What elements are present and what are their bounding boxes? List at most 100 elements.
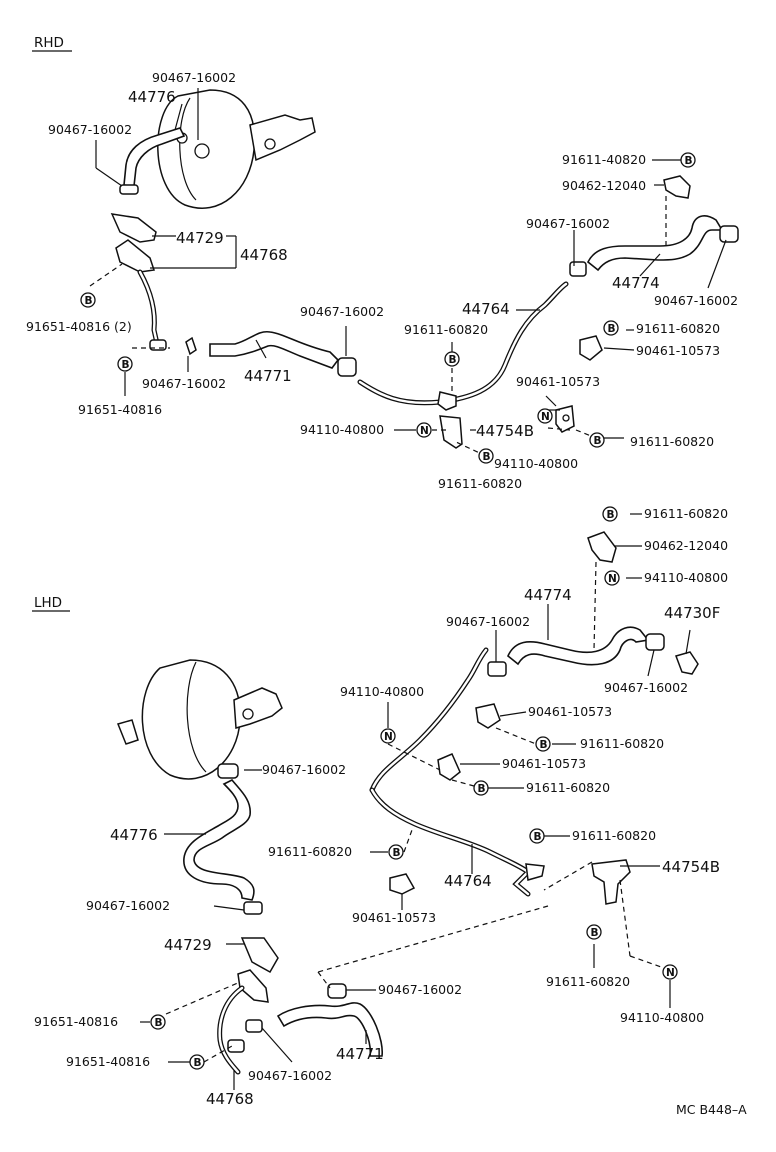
rhd-label-nut-94110-b: 94110-40800 <box>494 456 578 471</box>
rhd-bolt-symbol-3 <box>444 351 460 367</box>
lhd-hose-44776 <box>183 778 255 901</box>
lhd-nut-symbol-1 <box>604 570 620 586</box>
rhd-label-clamp-left: 90467-16002 <box>48 122 132 137</box>
lhd-label-bolt-91611-d: 91611-60820 <box>572 828 656 843</box>
rhd-fastener-symbols: B B B N N B B B B <box>80 152 696 464</box>
lhd-nut-symbol-2 <box>380 728 396 744</box>
lhd-leader-lines <box>140 513 671 1090</box>
rhd-label-bolt-91611-c: 91611-60820 <box>630 434 714 449</box>
lhd-bracket-44754b <box>591 859 631 905</box>
lhd-label-44774: 44774 <box>524 586 572 604</box>
lhd-label-44754b: 44754B <box>662 858 720 876</box>
rhd-hose-44771 <box>209 330 340 369</box>
svg-text:N: N <box>384 731 393 743</box>
svg-text:B: B <box>483 451 491 463</box>
lhd-label-clamp-lower: 90467-16002 <box>86 898 170 913</box>
rhd-label-44754b: 44754B <box>476 422 534 440</box>
rhd-label-bolt-91611-b: 91611-60820 <box>438 476 522 491</box>
lhd-label-44729: 44729 <box>164 936 212 954</box>
rhd-part-labels: 90467-16002 44776 90467-16002 44729 4476… <box>26 70 738 491</box>
lhd-label-44730f: 44730F <box>664 604 720 622</box>
lhd-label-bolt-91611-e: 91611-60820 <box>546 974 630 989</box>
rhd-label-bolt-91651: 91651-40816 <box>78 402 162 417</box>
lhd-label-clamp-90461-a: 90461-10573 <box>528 704 612 719</box>
svg-text:B: B <box>685 155 693 167</box>
lhd-bracket-44729 <box>240 937 279 974</box>
lhd-label-clamp-90461-b: 90461-10573 <box>502 756 586 771</box>
lhd-label-44764: 44764 <box>444 872 492 890</box>
svg-text:N: N <box>608 573 617 585</box>
svg-text:N: N <box>420 425 429 437</box>
svg-text:B: B <box>122 359 130 371</box>
rhd-nut-symbol-1 <box>416 422 432 438</box>
rhd-label-clamp-lower: 90467-16002 <box>142 376 226 391</box>
rhd-label-bolt-91611-a: 91611-60820 <box>404 322 488 337</box>
rhd-bolt-symbol-5 <box>589 432 605 448</box>
lhd-section: LHD <box>32 506 728 1108</box>
svg-text:B: B <box>540 739 548 751</box>
lhd-hose-44771 <box>276 1002 383 1057</box>
lhd-label-clamp-upper: 90467-16002 <box>446 614 530 629</box>
footer-code: MC B448–A <box>676 1102 747 1117</box>
lhd-label-clamp-90462: 90462-12040 <box>644 538 728 553</box>
rhd-hose-44774 <box>586 215 724 272</box>
lhd-bolt-symbol-8 <box>189 1054 205 1070</box>
svg-text:N: N <box>541 411 550 423</box>
lhd-label-clamp-bottom: 90467-16002 <box>248 1068 332 1083</box>
lhd-label-bolt-91651-b: 91651-40816 <box>66 1054 150 1069</box>
rhd-label-44768: 44768 <box>240 246 288 264</box>
svg-text:B: B <box>594 435 602 447</box>
rhd-clamp-left <box>119 184 139 195</box>
lhd-label-bolt-91611-b: 91611-60820 <box>526 780 610 795</box>
svg-text:B: B <box>607 509 615 521</box>
svg-text:B: B <box>393 847 401 859</box>
rhd-bolt-symbol-1 <box>80 292 96 308</box>
rhd-section: RHD <box>26 35 739 491</box>
rhd-label-clamp-mid: 90467-16002 <box>300 304 384 319</box>
rhd-hose-44776 <box>123 127 186 187</box>
lhd-label-nut-94110-top: 94110-40800 <box>644 570 728 585</box>
rhd-label-44729: 44729 <box>176 229 224 247</box>
rhd-bracket-44754b <box>439 415 463 449</box>
lhd-bolt-symbol-7 <box>150 1014 166 1030</box>
lhd-part-labels: 91611-60820 90462-12040 94110-40800 4477… <box>34 506 728 1108</box>
rhd-label-clamp-90461-a: 90461-10573 <box>516 374 600 389</box>
lhd-fastener-symbols: B N N B B B B B N B B <box>150 506 678 1070</box>
lhd-hose-44774 <box>507 626 650 666</box>
rhd-bolt-symbol-2 <box>117 356 133 372</box>
svg-text:B: B <box>449 354 457 366</box>
lhd-bolt-symbol-5 <box>388 844 404 860</box>
lhd-label-nut-94110-mid: 94110-40800 <box>340 684 424 699</box>
lhd-label-44771: 44771 <box>336 1045 384 1063</box>
rhd-heading: RHD <box>34 35 64 51</box>
rhd-label-44774: 44774 <box>612 274 660 292</box>
rhd-leader-lines <box>89 88 727 457</box>
rhd-union-44768 <box>115 239 155 273</box>
lhd-bolt-symbol-4 <box>529 828 545 844</box>
rhd-bolt-symbol-6 <box>680 152 696 168</box>
rhd-label-bolt-91611-top: 91611-40820 <box>562 152 646 167</box>
rhd-label-clamp-far-right: 90467-16002 <box>654 293 738 308</box>
rhd-label-clamp-90461-b: 90461-10573 <box>636 343 720 358</box>
lhd-heading: LHD <box>34 595 62 611</box>
lhd-bolt-symbol-2 <box>535 736 551 752</box>
rhd-label-44776: 44776 <box>128 88 176 106</box>
rhd-label-clamp-upper-right: 90467-16002 <box>526 216 610 231</box>
lhd-label-bolt-91611-top: 91611-60820 <box>644 506 728 521</box>
rhd-label-clamp-top: 90467-16002 <box>152 70 236 85</box>
svg-text:B: B <box>591 927 599 939</box>
lhd-nut-symbol-3 <box>662 964 678 980</box>
rhd-bolt-symbol-4 <box>478 448 494 464</box>
lhd-label-bolt-91611-c: 91611-60820 <box>268 844 352 859</box>
lhd-label-clamp-44771: 90467-16002 <box>378 982 462 997</box>
rhd-label-44764: 44764 <box>462 300 510 318</box>
lhd-bolt-symbol-3 <box>473 780 489 796</box>
svg-text:B: B <box>194 1057 202 1069</box>
rhd-bolt-symbol-7 <box>603 320 619 336</box>
svg-text:B: B <box>534 831 542 843</box>
lhd-label-44768: 44768 <box>206 1090 254 1108</box>
lhd-brake-booster <box>116 659 283 780</box>
svg-text:B: B <box>155 1017 163 1029</box>
lhd-label-bolt-91611-a: 91611-60820 <box>580 736 664 751</box>
